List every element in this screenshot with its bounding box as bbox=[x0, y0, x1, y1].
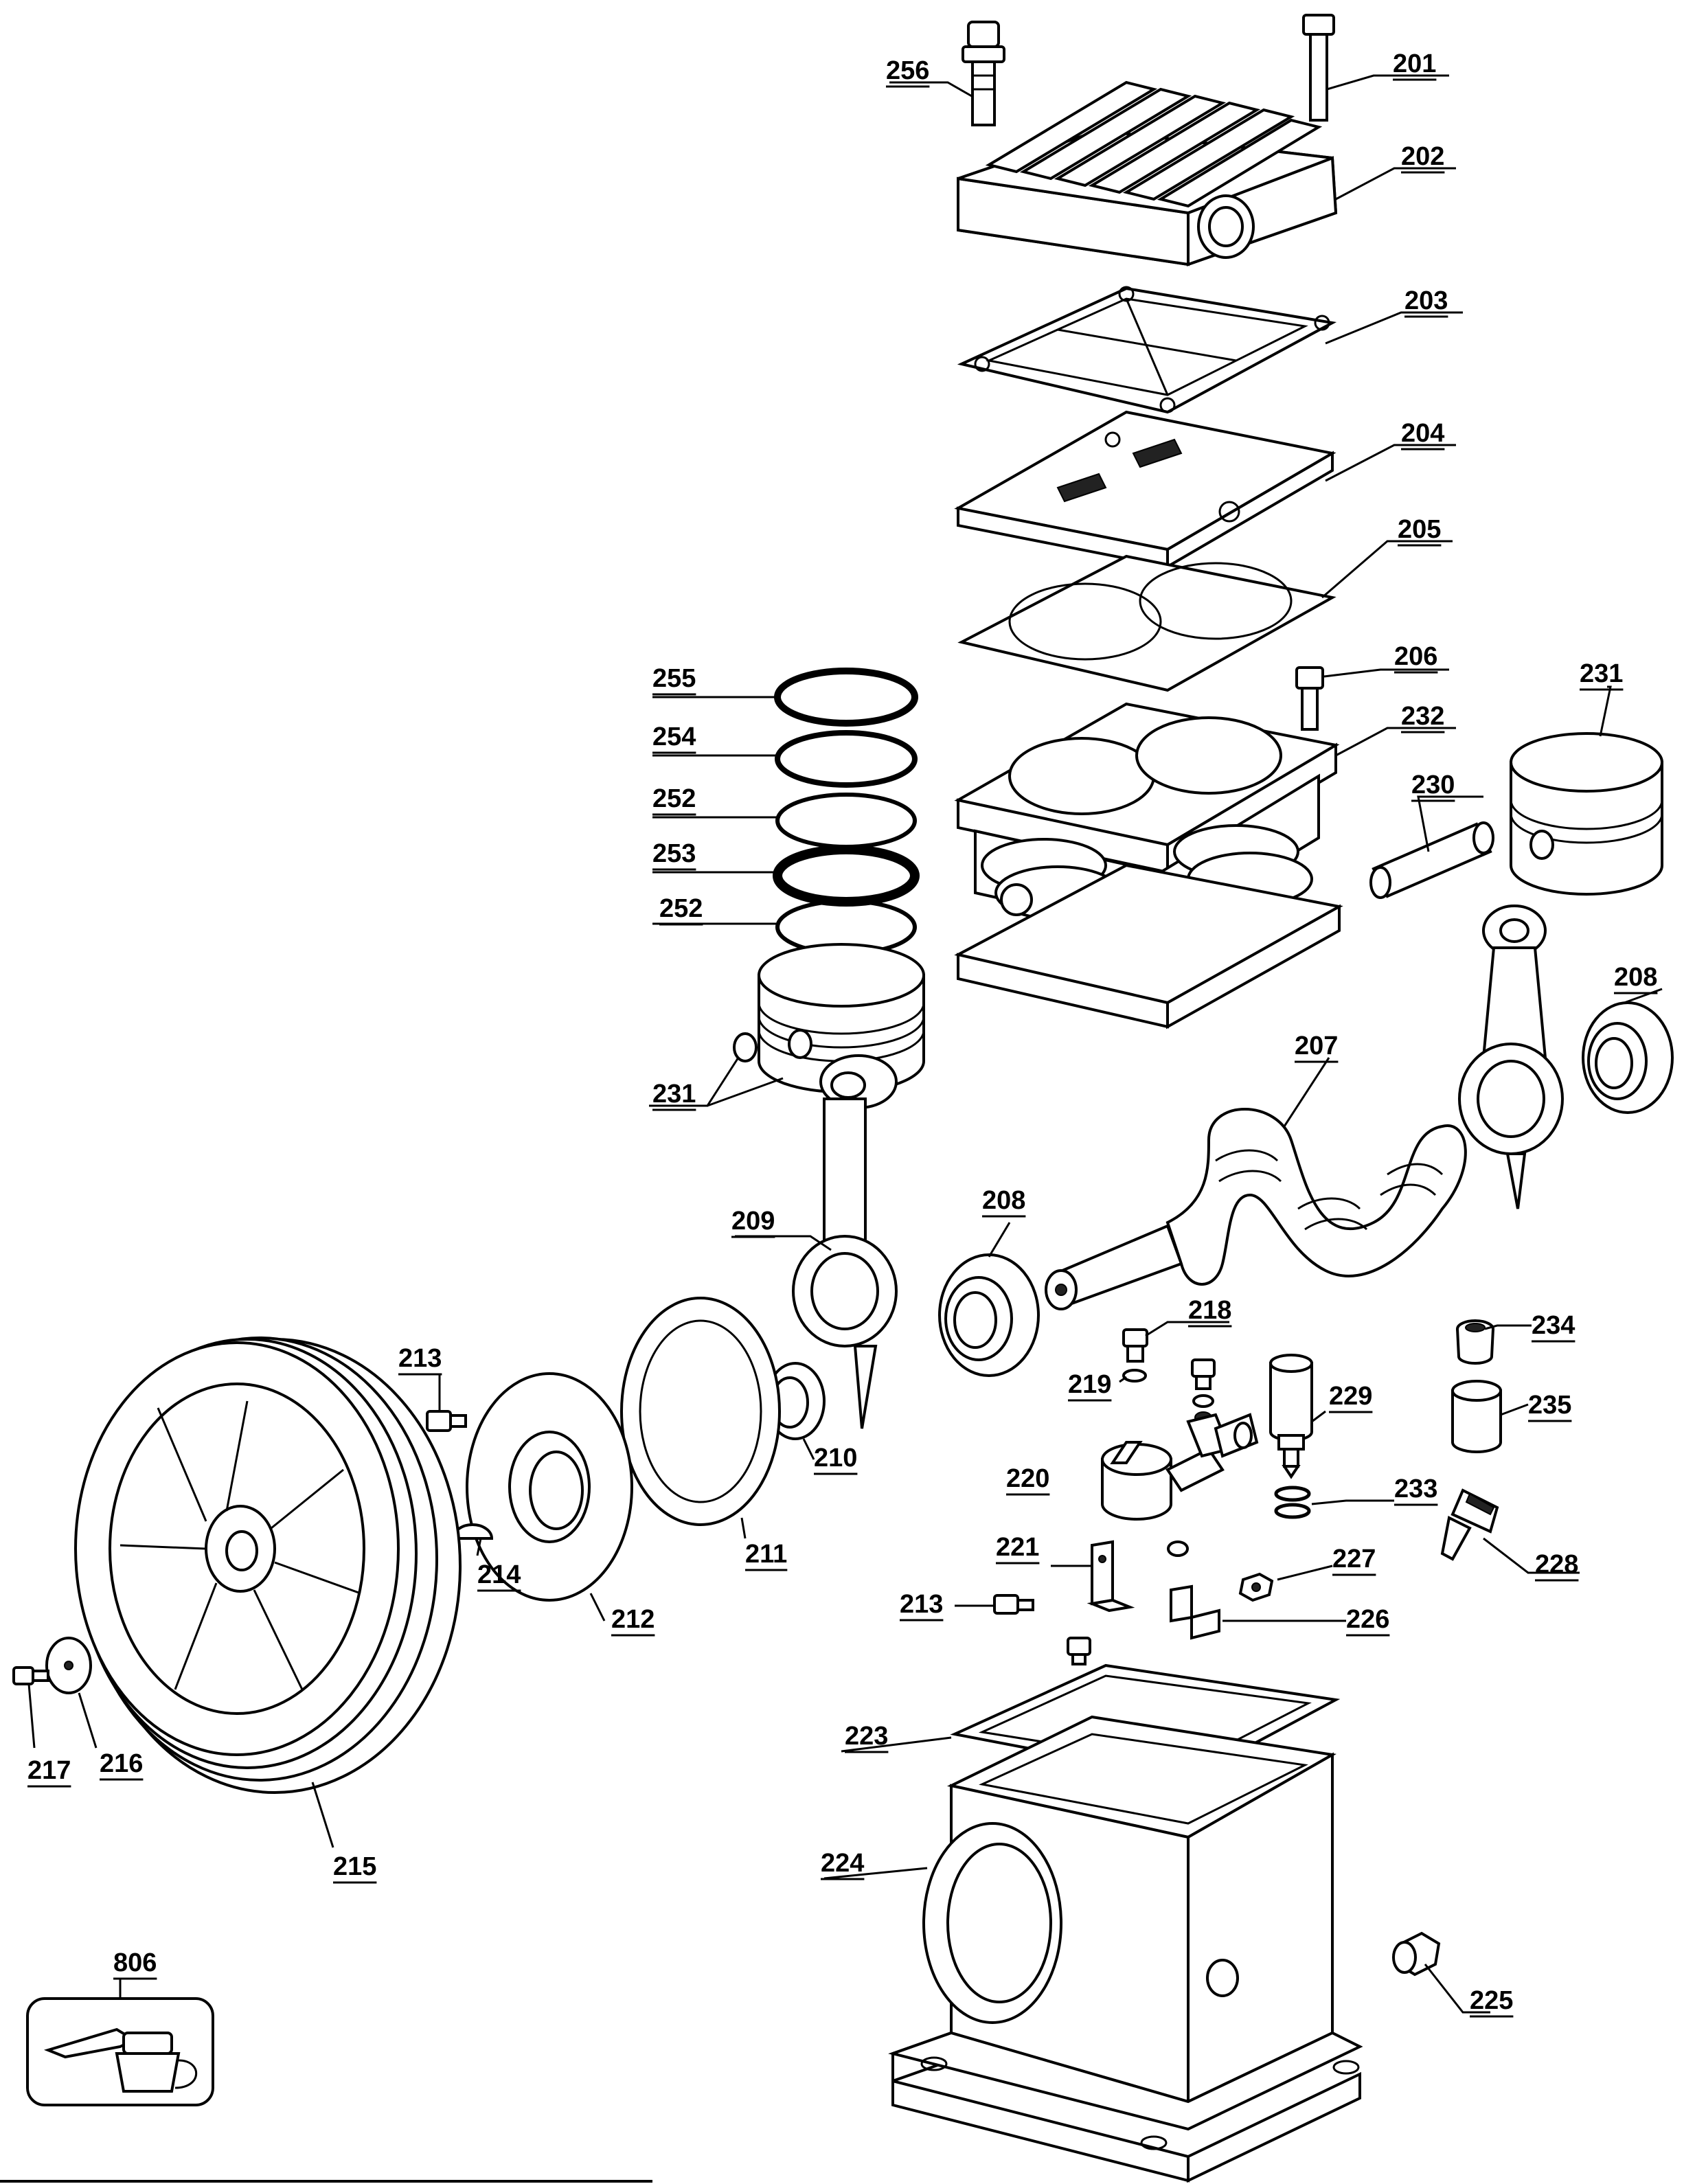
part-212-bearing-plate bbox=[466, 1372, 633, 1602]
part-labels: 256 201 202 203 204 205 206 232 231 230 … bbox=[27, 49, 1658, 2018]
part-253-ring bbox=[773, 845, 920, 907]
part-256-breather-bolt bbox=[962, 21, 1005, 126]
part-202-cylinder-head bbox=[957, 80, 1338, 266]
part-232-cylinder-block bbox=[954, 702, 1343, 1030]
part-231-piston-right bbox=[1510, 732, 1663, 896]
label-256: 256 bbox=[886, 56, 929, 85]
part-211-gasket bbox=[620, 1297, 781, 1526]
part-210-seal bbox=[765, 1362, 826, 1440]
label-202: 202 bbox=[1401, 142, 1444, 171]
label-201: 201 bbox=[1393, 49, 1436, 78]
label-806: 806 bbox=[113, 1948, 157, 1977]
part-208-bearing-left bbox=[938, 1253, 1040, 1377]
label-234: 234 bbox=[1532, 1311, 1575, 1340]
part-227-nut bbox=[1238, 1572, 1274, 1602]
part-219-washer bbox=[1122, 1369, 1147, 1383]
part-207-crankshaft bbox=[1045, 1108, 1467, 1310]
label-213-upper: 213 bbox=[398, 1344, 442, 1373]
part-233-o-ring bbox=[1274, 1486, 1311, 1519]
part-217-screw bbox=[12, 1666, 49, 1685]
part-215-flywheel bbox=[74, 1336, 462, 1794]
label-255: 255 bbox=[652, 664, 696, 693]
part-234-plug bbox=[1456, 1319, 1494, 1365]
part-230-wrist-pin bbox=[1369, 821, 1494, 899]
label-253: 253 bbox=[652, 839, 696, 868]
part-225-drain-plug bbox=[1392, 1931, 1441, 1977]
label-203: 203 bbox=[1404, 286, 1448, 315]
part-213-screw-upper bbox=[426, 1410, 467, 1432]
part-218-screw bbox=[1122, 1328, 1148, 1363]
part-226-bracket bbox=[1170, 1584, 1220, 1640]
label-221: 221 bbox=[996, 1533, 1039, 1562]
part-204-valve-plate bbox=[954, 410, 1336, 569]
part-connecting-rod-right bbox=[1458, 905, 1564, 1209]
label-231-left: 231 bbox=[652, 1080, 696, 1108]
label-254: 254 bbox=[652, 723, 696, 751]
label-225: 225 bbox=[1470, 1986, 1513, 2015]
part-201-head-bolt bbox=[1302, 14, 1335, 122]
label-252-lower: 252 bbox=[659, 894, 703, 923]
label-206: 206 bbox=[1394, 642, 1437, 671]
part-213-screw-lower bbox=[993, 1594, 1034, 1615]
part-203-head-gasket bbox=[957, 286, 1337, 414]
label-208-left: 208 bbox=[982, 1186, 1025, 1215]
label-207: 207 bbox=[1295, 1032, 1338, 1060]
label-218: 218 bbox=[1188, 1296, 1231, 1325]
label-229: 229 bbox=[1329, 1382, 1372, 1411]
label-216: 216 bbox=[100, 1749, 143, 1778]
part-220-bracket-assembly bbox=[1101, 1413, 1259, 1557]
label-205: 205 bbox=[1398, 515, 1441, 544]
label-230: 230 bbox=[1411, 771, 1455, 799]
part-224-crankcase bbox=[888, 1715, 1363, 2183]
label-235: 235 bbox=[1528, 1391, 1571, 1420]
part-228-oil-sight-glass bbox=[1440, 1488, 1499, 1561]
label-211: 211 bbox=[745, 1540, 787, 1569]
leader-lines bbox=[27, 74, 1663, 2014]
part-235-filter-element bbox=[1451, 1380, 1502, 1453]
part-screw-2 bbox=[1191, 1358, 1216, 1424]
label-210: 210 bbox=[814, 1444, 857, 1472]
label-233: 233 bbox=[1394, 1475, 1437, 1503]
part-255-ring bbox=[774, 668, 918, 727]
label-209: 209 bbox=[731, 1207, 775, 1236]
label-220: 220 bbox=[1006, 1464, 1049, 1493]
label-217: 217 bbox=[27, 1756, 71, 1785]
part-screw-3 bbox=[1067, 1637, 1091, 1665]
label-224: 224 bbox=[821, 1849, 864, 1878]
part-254-ring bbox=[775, 730, 918, 788]
part-208-bearing-right bbox=[1582, 1001, 1674, 1114]
label-231-right: 231 bbox=[1580, 659, 1623, 688]
label-212: 212 bbox=[611, 1605, 655, 1634]
label-208-right: 208 bbox=[1614, 963, 1657, 992]
label-252-upper: 252 bbox=[652, 784, 696, 813]
part-209-connecting-rod bbox=[792, 1054, 898, 1429]
part-216-washer bbox=[45, 1637, 92, 1694]
label-228: 228 bbox=[1535, 1550, 1578, 1579]
label-223: 223 bbox=[845, 1722, 888, 1751]
label-215: 215 bbox=[333, 1852, 376, 1881]
label-204: 204 bbox=[1401, 419, 1444, 448]
label-214: 214 bbox=[477, 1560, 521, 1589]
label-213-lower: 213 bbox=[900, 1590, 943, 1619]
part-206-bolt bbox=[1295, 666, 1324, 731]
label-226: 226 bbox=[1346, 1605, 1389, 1634]
label-227: 227 bbox=[1332, 1545, 1376, 1573]
part-252-ring-upper bbox=[775, 793, 917, 849]
part-205-valve-gasket bbox=[957, 554, 1336, 692]
part-806-oil-can-icon bbox=[26, 1997, 214, 2106]
part-221-bracket bbox=[1087, 1540, 1135, 1613]
label-219: 219 bbox=[1068, 1370, 1111, 1399]
label-232: 232 bbox=[1401, 702, 1444, 731]
part-229-breather-cap bbox=[1269, 1354, 1313, 1479]
